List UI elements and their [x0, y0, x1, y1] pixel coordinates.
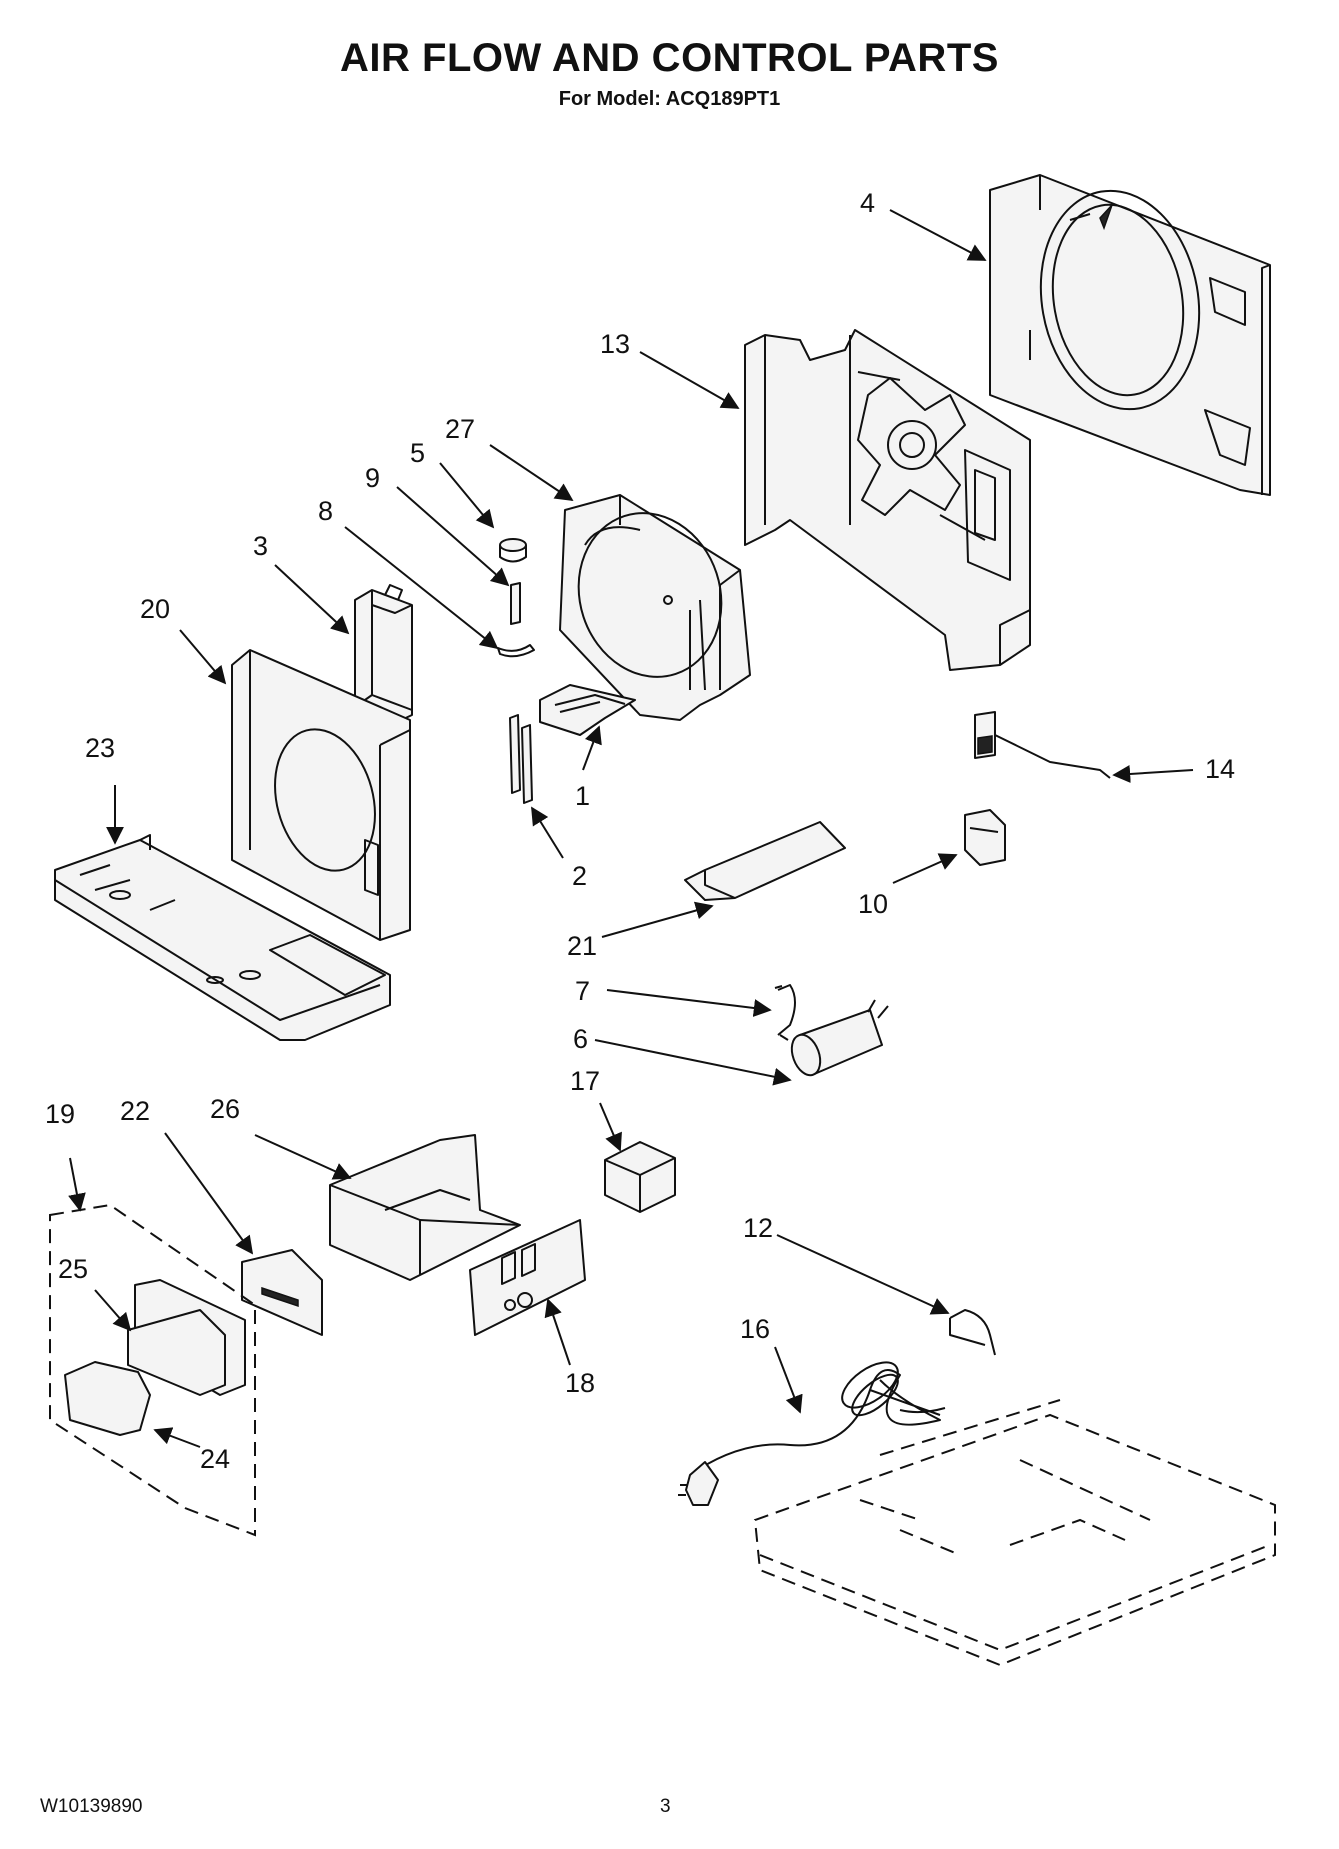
part-12-clamp	[949, 1309, 996, 1356]
callout-6: 6	[573, 1024, 588, 1054]
part-8-clip	[497, 644, 535, 658]
document-number: W10139890	[40, 1796, 143, 1817]
part-13-bulkhead-panel	[744, 329, 1031, 671]
callout-25: 25	[58, 1254, 88, 1284]
leader-lines	[68, 209, 1194, 1448]
part-14-sensor	[974, 711, 1111, 779]
part-25-control-housing	[127, 1279, 246, 1396]
callout-13: 13	[600, 329, 630, 359]
callout-18: 18	[565, 1368, 595, 1398]
callout-1: 1	[575, 781, 590, 811]
callout-16: 16	[740, 1314, 770, 1344]
part-3-bracket	[354, 584, 413, 724]
part-10-switch	[964, 809, 1006, 866]
callout-19: 19	[45, 1099, 75, 1129]
callout-3: 3	[253, 531, 268, 561]
part-4-condenser-shroud	[989, 174, 1271, 496]
part-24-knob-plate	[64, 1361, 151, 1436]
callout-labels: 4 13 27 5 9 8 3 20 23 14 1 2 10 21 7 6 1…	[45, 188, 1235, 1474]
part-18-control-board	[469, 1219, 586, 1336]
part-20-evaporator-panel	[231, 649, 411, 941]
part-16-power-cord	[678, 1361, 946, 1506]
callout-22: 22	[120, 1096, 150, 1126]
part-17-relay	[604, 1141, 676, 1213]
page-number: 3	[660, 1796, 671, 1817]
callout-7: 7	[575, 976, 590, 1006]
part-19-assembly-outline	[49, 1203, 256, 1537]
callout-14: 14	[1205, 754, 1235, 784]
callout-24: 24	[200, 1444, 230, 1474]
callout-2: 2	[572, 861, 587, 891]
part-22-insulation	[241, 1249, 323, 1336]
part-27-blower-housing	[559, 494, 751, 721]
callout-8: 8	[318, 496, 333, 526]
callout-4: 4	[860, 188, 875, 218]
part-21-deflector	[684, 821, 846, 901]
part-6-capacitor	[790, 999, 889, 1077]
callout-27: 27	[445, 414, 475, 444]
part-23-base-pan	[54, 834, 391, 1041]
callout-5: 5	[410, 438, 425, 468]
callout-20: 20	[140, 594, 170, 624]
part-1-damper-door	[539, 684, 636, 736]
callout-10: 10	[858, 889, 888, 919]
callout-21: 21	[567, 931, 597, 961]
part-2-seal-strips	[509, 714, 533, 804]
callout-23: 23	[85, 733, 115, 763]
chassis-base-outline	[753, 1399, 1276, 1667]
part-5-knob	[499, 538, 527, 563]
part-9-shaft	[510, 582, 521, 625]
part-7-strap	[774, 984, 796, 1041]
callout-26: 26	[210, 1094, 240, 1124]
part-26-control-box	[329, 1134, 521, 1281]
page-title: AIR FLOW AND CONTROL PARTS	[340, 36, 999, 80]
callout-9: 9	[365, 463, 380, 493]
callout-17: 17	[570, 1066, 600, 1096]
model-subtitle: For Model: ACQ189PT1	[558, 88, 781, 110]
callout-12: 12	[743, 1213, 773, 1243]
